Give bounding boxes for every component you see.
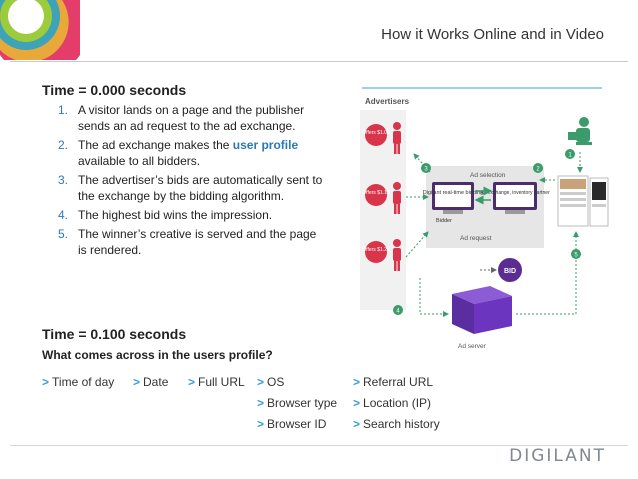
tag-referral-url: >Referral URL	[353, 375, 434, 389]
exchange-box-label: Ad exchange, inventory partner	[480, 190, 550, 196]
svg-text:5: 5	[574, 253, 578, 259]
bid-label: BID	[504, 268, 516, 275]
time-zero-heading: Time = 0.000 seconds	[42, 82, 187, 98]
advertisers-label: Advertisers	[365, 97, 410, 106]
tag-search-history: >Search history	[353, 417, 440, 431]
ad-request-label: Ad request	[460, 235, 492, 242]
tag-browser-type: >Browser type	[257, 396, 338, 410]
tag-browser-id: >Browser ID	[257, 417, 327, 431]
chevron-right-icon: >	[257, 375, 265, 389]
ad-selection-label: Ad selection	[470, 172, 506, 179]
svg-text:4: 4	[396, 309, 400, 315]
logo-circle-graphic	[0, 0, 80, 60]
step-badge-4: 4	[393, 305, 403, 315]
step-number: 2.	[58, 138, 69, 152]
step-badge-5: 5	[571, 249, 581, 259]
step-badge-1: 1	[565, 149, 575, 159]
step-1: 1. A visitor lands on a page and the pub…	[58, 102, 323, 134]
rtb-flow-diagram: Advertisers Offers $1.00 Offers $1.10 Of…	[360, 87, 609, 350]
publisher-page-thumbnail	[557, 175, 609, 227]
tag-full-url: >Full URL	[188, 375, 245, 389]
chevron-right-icon: >	[353, 417, 361, 431]
step-text: The advertiser’s bids are automatically …	[78, 173, 323, 203]
step-3: 3. The advertiser’s bids are automatical…	[58, 172, 323, 204]
offer-1-label: Offers $1.00	[362, 130, 390, 136]
chevron-right-icon: >	[353, 375, 361, 389]
profile-question: What comes across in the users profile?	[42, 348, 273, 362]
tag-time-of-day: >Time of day	[42, 375, 115, 389]
ad-server-label: Ad server	[458, 343, 487, 350]
bid-circle	[498, 258, 522, 282]
person-icon	[393, 239, 401, 247]
time-point-one-heading: Time = 0.100 seconds	[42, 326, 187, 342]
step-text: The highest bid wins the impression.	[78, 208, 273, 222]
chevron-right-icon: >	[257, 417, 265, 431]
step-text: A visitor lands on a page and the publis…	[78, 103, 305, 133]
step-2: 2. The ad exchange makes the user profil…	[58, 137, 323, 169]
steps-list: 1. A visitor lands on a page and the pub…	[58, 102, 323, 261]
visitor-computer-icon	[568, 117, 592, 145]
person-icon	[393, 182, 401, 190]
page-title: How it Works Online and in Video	[381, 26, 604, 43]
step-text: available to all bidders.	[78, 154, 201, 168]
offer-3-label: Offers $1.25	[362, 247, 390, 253]
bidder-label: Bidder	[436, 218, 452, 224]
svg-text:3: 3	[424, 167, 428, 173]
tag-date: >Date	[133, 375, 169, 389]
header-divider	[10, 61, 628, 62]
person-icon	[393, 122, 401, 130]
offer-2-label: Offers $1.10	[362, 190, 390, 196]
ad-server-cube	[452, 286, 512, 334]
tag-os: >OS	[257, 375, 285, 389]
step-text: The ad exchange makes the	[78, 138, 233, 152]
digilant-box-label: Digilant real-time bidding	[423, 190, 484, 196]
step-number: 3.	[58, 173, 69, 187]
step-4: 4. The highest bid wins the impression.	[58, 207, 323, 223]
step-number: 4.	[58, 208, 69, 222]
offer-2: Offers $1.10	[362, 182, 401, 214]
offer-3: Offers $1.25	[362, 239, 401, 271]
step-number: 5.	[58, 227, 69, 241]
step-text: The winner’s creative is served and the …	[78, 227, 317, 257]
step-number: 1.	[58, 103, 69, 117]
user-profile-highlight: user profile	[232, 138, 299, 152]
step-5: 5. The winner’s creative is served and t…	[58, 226, 323, 258]
chevron-right-icon: >	[188, 375, 196, 389]
footer-divider	[10, 445, 628, 446]
chevron-right-icon: >	[42, 375, 50, 389]
step-badge-2: 2	[533, 163, 543, 173]
tag-location: >Location (IP)	[353, 396, 432, 410]
offer-1: Offers $1.00	[362, 122, 401, 154]
step-badge-3: 3	[421, 163, 431, 173]
brand-logo: DIGILANT	[509, 446, 606, 466]
svg-text:1: 1	[568, 153, 572, 159]
chevron-right-icon: >	[257, 396, 265, 410]
chevron-right-icon: >	[353, 396, 361, 410]
chevron-right-icon: >	[133, 375, 141, 389]
svg-text:2: 2	[536, 167, 540, 173]
